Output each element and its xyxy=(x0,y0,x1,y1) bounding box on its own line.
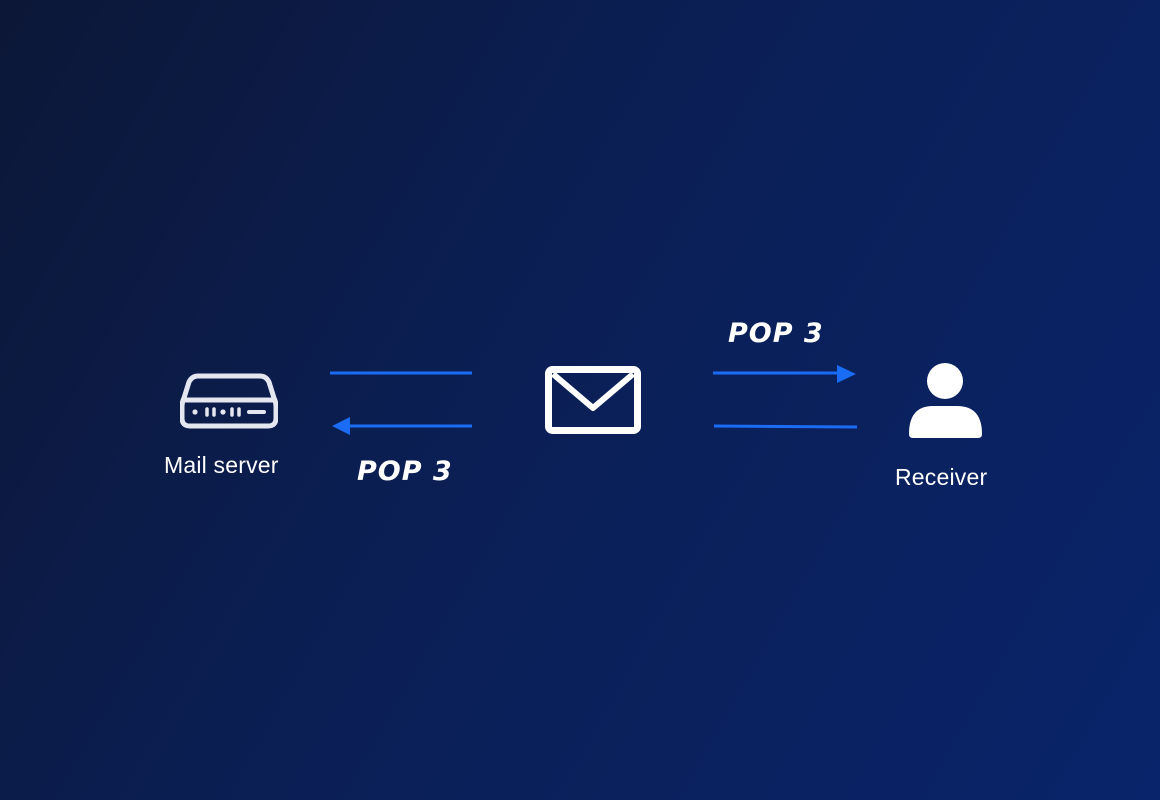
envelope-icon xyxy=(545,366,641,434)
user-icon xyxy=(909,363,982,438)
envelope-to-receiver-arrowhead xyxy=(837,365,856,383)
protocol-label-left: POP 3 xyxy=(357,456,453,487)
protocol-label-right: POP 3 xyxy=(728,318,824,349)
envelope-to-server-arrowhead xyxy=(332,417,350,435)
receiver-label: Receiver xyxy=(895,464,988,490)
server-icon xyxy=(180,373,278,429)
receiver-envelope-bottom-line xyxy=(713,424,858,429)
mail-server-label: Mail server xyxy=(164,452,279,478)
